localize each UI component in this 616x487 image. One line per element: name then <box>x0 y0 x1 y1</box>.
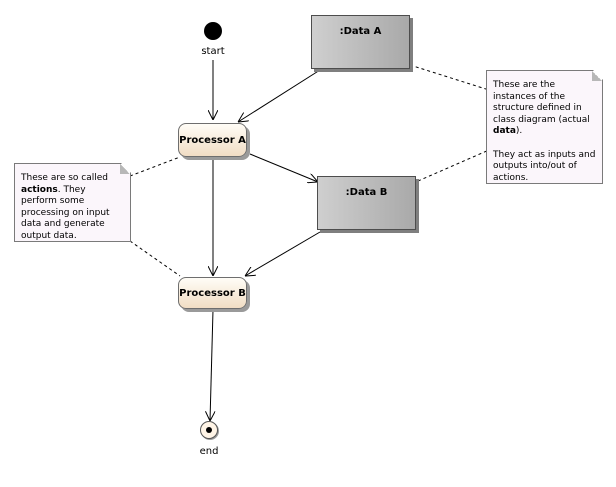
end-node <box>200 421 218 439</box>
processor-b-action[interactable]: Processor B <box>178 277 247 309</box>
processor-a-label: Processor A <box>179 134 246 146</box>
note-connector-left-to-processor-a <box>129 156 181 177</box>
processor-a-action[interactable]: Processor A <box>178 123 247 157</box>
note-connector-right-to-data-b <box>417 149 490 182</box>
processor-b-label: Processor B <box>179 287 246 299</box>
note-data-instances[interactable]: These are the instances of the structure… <box>486 70 603 184</box>
start-label: start <box>201 46 225 57</box>
note-fold-corner <box>592 71 602 81</box>
end-label: end <box>199 446 219 457</box>
data-a-object[interactable]: :Data A <box>311 15 410 69</box>
note-actions-text: These are so called actions. They perfor… <box>21 173 110 241</box>
note-connector-left-to-processor-b <box>129 240 181 277</box>
edge-data-a-to-processor-a <box>238 69 321 122</box>
end-node-center <box>206 427 212 433</box>
edge-processor-a-to-data-b <box>249 153 318 182</box>
data-b-label: :Data B <box>345 187 388 198</box>
note-data-paragraph-1: These are the instances of the structure… <box>493 80 590 136</box>
edge-processor-b-to-end <box>210 309 213 421</box>
edge-data-b-to-processor-b <box>245 231 321 276</box>
data-b-object[interactable]: :Data B <box>317 176 416 230</box>
note-actions[interactable]: These are so called actions. They perfor… <box>14 163 131 242</box>
note-data-paragraph-2: They act as inputs and outputs into/out … <box>493 149 596 183</box>
note-fold-corner <box>120 164 130 174</box>
start-node <box>204 22 222 40</box>
note-connector-right-to-data-a <box>409 64 490 91</box>
data-a-label: :Data A <box>339 26 382 37</box>
